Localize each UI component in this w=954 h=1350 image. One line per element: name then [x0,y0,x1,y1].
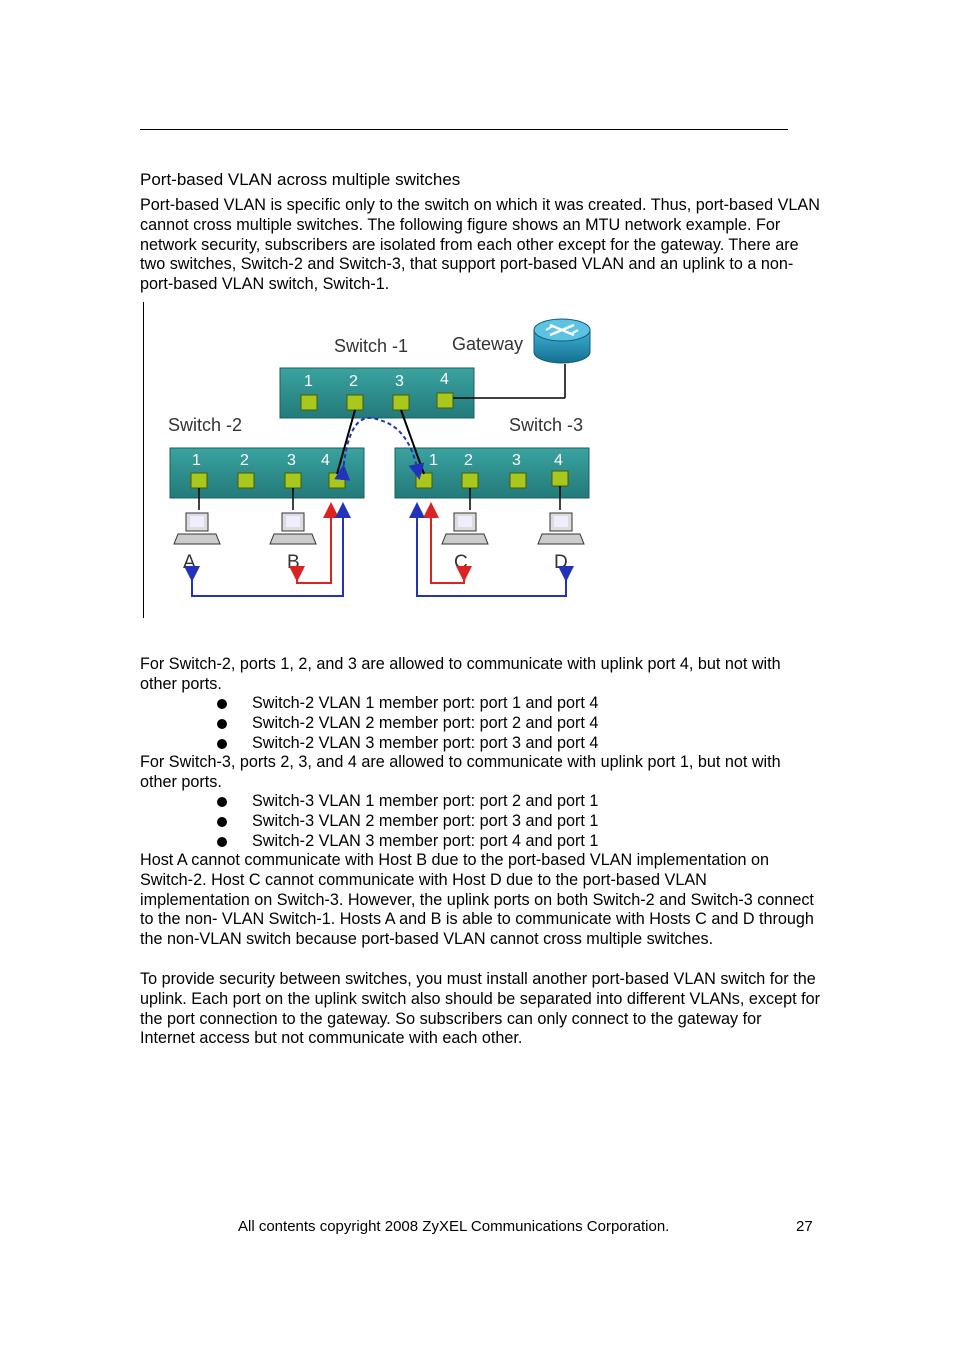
switch-1-port-1 [300,394,318,411]
figure-left-bar [143,302,144,618]
switch-1-port-label-4: 4 [440,371,449,388]
switch-1-port-label-2: 2 [349,373,358,390]
switch-2-port-3 [284,472,302,489]
switch-2-label: Switch -2 [168,415,242,435]
footer-copyright: All contents copyright 2008 ZyXEL Commun… [238,1218,670,1235]
intro-paragraph: Port-based VLAN is specific only to the … [140,196,820,294]
switch-3-port-label-2: 2 [464,452,473,469]
switch-1-port-label-3: 3 [395,373,404,390]
switch-2-port-2 [237,472,255,489]
switch-2-port-label-3: 3 [287,452,296,469]
list-item: Switch-3 VLAN 1 member port: port 2 and … [212,792,598,812]
switch-3: Switch -3 1 2 3 4 [394,415,590,499]
list-item: Switch-2 VLAN 3 member port: port 4 and … [212,832,598,852]
switch-3-port-2 [461,472,479,489]
list-item: Switch-2 VLAN 2 member port: port 2 and … [212,714,598,734]
uplink-dashed-path [334,416,425,481]
switch2-bullet-list: Switch-2 VLAN 1 member port: port 1 and … [212,694,598,753]
switch-1-port-2 [346,394,364,411]
host-a-computer-icon [173,512,221,545]
switch-3-label: Switch -3 [509,415,583,435]
switch-2-port-4 [328,472,346,489]
switch-1: Switch -1 1 2 3 4 [279,336,475,419]
switch-3-port-label-1: 1 [429,452,438,469]
blue-path-d-to-port1 [409,502,574,597]
vlan-network-diagram: Switch -1 1 2 3 4 Gateway Switch -2 1 2 … [168,318,591,597]
switch2-paragraph: For Switch-2, ports 1, 2, and 3 are allo… [140,655,781,693]
header-rule [140,129,788,130]
blue-path-a-to-port4 [184,502,351,597]
page-number: 27 [796,1218,813,1235]
switch-1-port-label-1: 1 [304,373,313,390]
gateway-router-icon [533,318,591,364]
list-item: Switch-2 VLAN 1 member port: port 1 and … [212,694,598,714]
switch-2-port-1 [190,472,208,489]
switch-2-port-label-1: 1 [192,452,201,469]
switch3-bullet-list: Switch-3 VLAN 1 member port: port 2 and … [212,792,598,851]
switch3-paragraph: For Switch-3, ports 2, 3, and 4 are allo… [140,753,781,791]
gateway-label: Gateway [452,334,523,354]
switch-2: Switch -2 1 2 3 4 [168,415,365,499]
closing-paragraph-2: To provide security between switches, yo… [140,970,820,1048]
switch-1-port-4 [436,392,454,409]
host-c-computer-icon [441,512,489,545]
switch-2-port-label-4: 4 [321,452,330,469]
host-b-computer-icon [269,512,317,545]
list-item: Switch-3 VLAN 2 member port: port 3 and … [212,812,598,832]
switch-3-port-label-3: 3 [512,452,521,469]
host-a-label: A [183,552,196,573]
list-item: Switch-2 VLAN 3 member port: port 3 and … [212,734,598,754]
switch-3-port-4 [551,470,569,487]
switch-3-port-3 [509,472,527,489]
host-b-label: B [287,552,300,573]
section-heading: Port-based VLAN across multiple switches [140,170,461,189]
switch-3-port-1 [415,472,433,489]
host-d-computer-icon [537,512,585,545]
switch-1-port-3 [392,394,410,411]
switch-2-port-label-2: 2 [240,452,249,469]
host-c-label: C [454,552,468,573]
closing-paragraph-1: Host A cannot communicate with Host B du… [140,851,814,949]
switch-3-port-label-4: 4 [554,452,563,469]
switch-1-label: Switch -1 [334,336,408,356]
host-d-label: D [554,552,568,573]
